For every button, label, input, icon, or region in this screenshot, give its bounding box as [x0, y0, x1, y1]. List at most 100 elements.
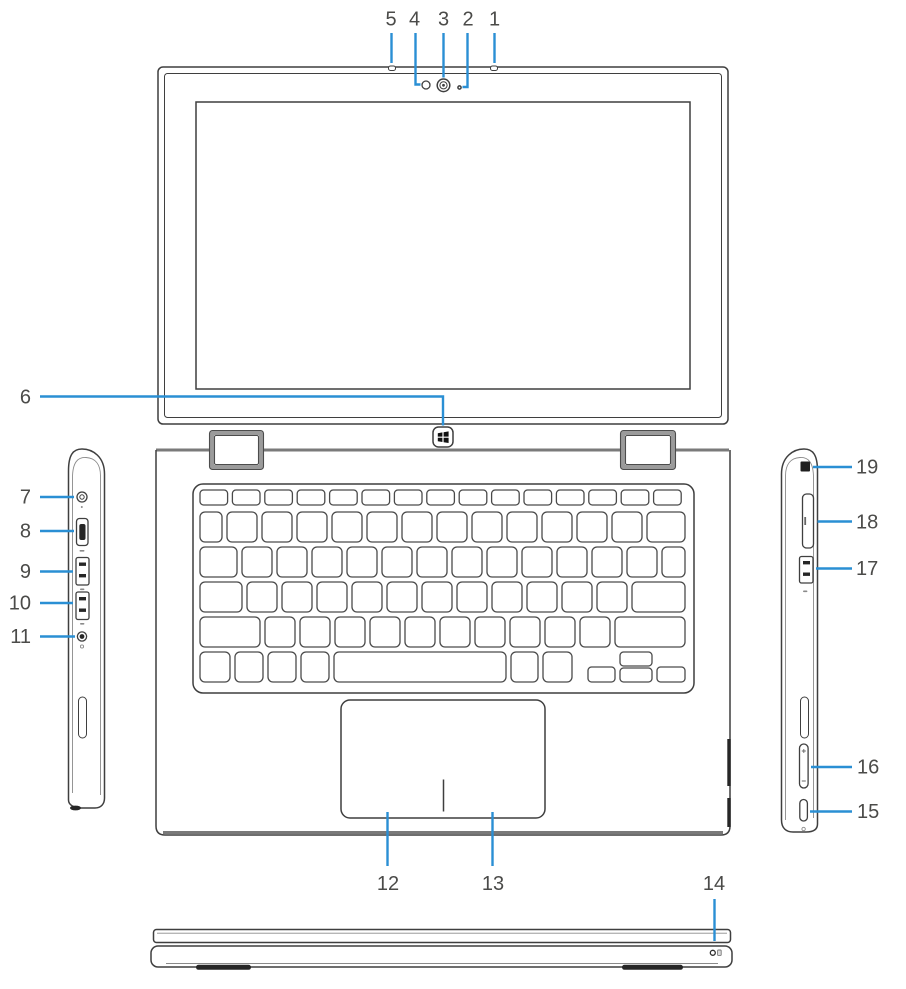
callout-label-15: 15: [857, 801, 879, 823]
closed-base-slab: [150, 945, 733, 968]
keyboard-key: [393, 489, 423, 506]
right-side-seam: [785, 457, 814, 820]
right-side-body: [780, 448, 819, 833]
keyboard-key: [199, 616, 261, 648]
power-adapter-port-icon: [76, 491, 88, 508]
laptop-left-side-view: [67, 448, 106, 811]
keyboard-key: [311, 546, 343, 578]
callout-label-7: 7: [20, 487, 31, 509]
keyboard-key: [506, 511, 538, 543]
keyboard-key: [631, 581, 686, 613]
keyboard-key: [619, 651, 653, 667]
callout-label-16: 16: [857, 757, 879, 779]
callout-label-13: 13: [482, 873, 504, 895]
keyboard-key: [521, 546, 553, 578]
keyboard-key: [491, 581, 523, 613]
usb-port-right-icon: [798, 555, 814, 593]
keyboard-key: [652, 489, 682, 506]
keyboard-key: [541, 511, 573, 543]
windows-button: [432, 426, 454, 448]
keyboard-key: [579, 616, 611, 648]
keyboard-key: [331, 511, 363, 543]
windows-logo-icon: [437, 431, 449, 443]
callout-label-5: 5: [385, 9, 396, 31]
keyboard-key: [199, 651, 231, 683]
camera-status-light-icon: [457, 85, 462, 90]
camera-icon: [436, 78, 451, 93]
callout-line-2: [462, 33, 469, 89]
keyboard-key: [436, 511, 468, 543]
keyboard-key: [369, 616, 401, 648]
keyboard-key: [421, 581, 453, 613]
keyboard-key: [281, 581, 313, 613]
keyboard-key: [646, 511, 686, 543]
keyboard-key: [591, 546, 623, 578]
power-battery-status-light-icon: [709, 949, 722, 956]
keyboard-key: [241, 546, 273, 578]
keyboard-key: [471, 511, 503, 543]
keyboard-key: [620, 489, 650, 506]
left-side-body: [67, 448, 106, 809]
right-side-slot: [800, 696, 809, 739]
keyboard-key: [587, 666, 616, 683]
keyboard-key: [596, 581, 628, 613]
keyboard-key: [556, 546, 588, 578]
callout-label-6: 6: [20, 387, 31, 409]
keyboard-key: [261, 511, 293, 543]
keyboard-key: [656, 666, 686, 683]
keyboard-key: [456, 581, 488, 613]
microphone-right-icon: [490, 65, 498, 71]
keyboard-key: [416, 546, 448, 578]
side-vent-lower: [727, 798, 731, 827]
keyboard-key: [523, 489, 553, 506]
display-bezel-outer: [157, 66, 729, 425]
keyboard-key: [386, 581, 418, 613]
keyboard-key: [555, 489, 585, 506]
keyboard-key: [199, 511, 223, 543]
keyboard-key: [234, 651, 264, 683]
security-cable-slot-icon: [800, 461, 810, 472]
usb-port-left-lower-icon: [75, 591, 90, 625]
keyboard-key: [451, 546, 483, 578]
keyboard-key: [542, 651, 573, 683]
callout-label-12: 12: [377, 873, 399, 895]
display-bezel-inner: [164, 73, 722, 418]
volume-buttons-icon: [798, 743, 809, 789]
callout-label-10: 10: [9, 593, 31, 615]
keyboard-key: [614, 616, 686, 648]
headset-port-icon: [76, 631, 88, 649]
keyboard-key: [199, 581, 243, 613]
keyboard-key: [458, 489, 488, 506]
keyboard-key: [510, 651, 539, 683]
keyboard-key: [351, 581, 383, 613]
keyboard-frame: [192, 483, 695, 694]
callout-line-6: [40, 395, 445, 426]
left-side-seam: [72, 457, 101, 795]
keyboard-key: [299, 616, 331, 648]
keyboard-key: [381, 546, 413, 578]
closed-foot-left: [196, 964, 251, 970]
ambient-light-sensor-icon: [421, 80, 431, 90]
keyboard-key: [300, 651, 330, 683]
keyboard-key: [264, 489, 294, 506]
callout-label-8: 8: [20, 521, 31, 543]
touchpad: [340, 699, 546, 819]
keyboard-key: [509, 616, 541, 648]
keyboard-key: [576, 511, 608, 543]
keyboard-key: [544, 616, 576, 648]
keyboard-key: [346, 546, 378, 578]
callout-label-9: 9: [20, 561, 31, 583]
keyboard: [199, 489, 686, 683]
keyboard-key: [366, 511, 398, 543]
keyboard-key: [246, 581, 278, 613]
power-button-icon: [799, 798, 809, 832]
callout-label-2: 2: [462, 9, 473, 31]
keyboard-key: [199, 546, 238, 578]
callout-labels: 5 4 3 2 1 6 7 8 9 10 11 12 13 14 15 16 1…: [9, 9, 880, 896]
keyboard-key: [231, 489, 261, 506]
keyboard-key: [404, 616, 436, 648]
closed-foot-right: [622, 964, 683, 970]
keyboard-key: [619, 667, 653, 683]
keyboard-key: [316, 581, 348, 613]
